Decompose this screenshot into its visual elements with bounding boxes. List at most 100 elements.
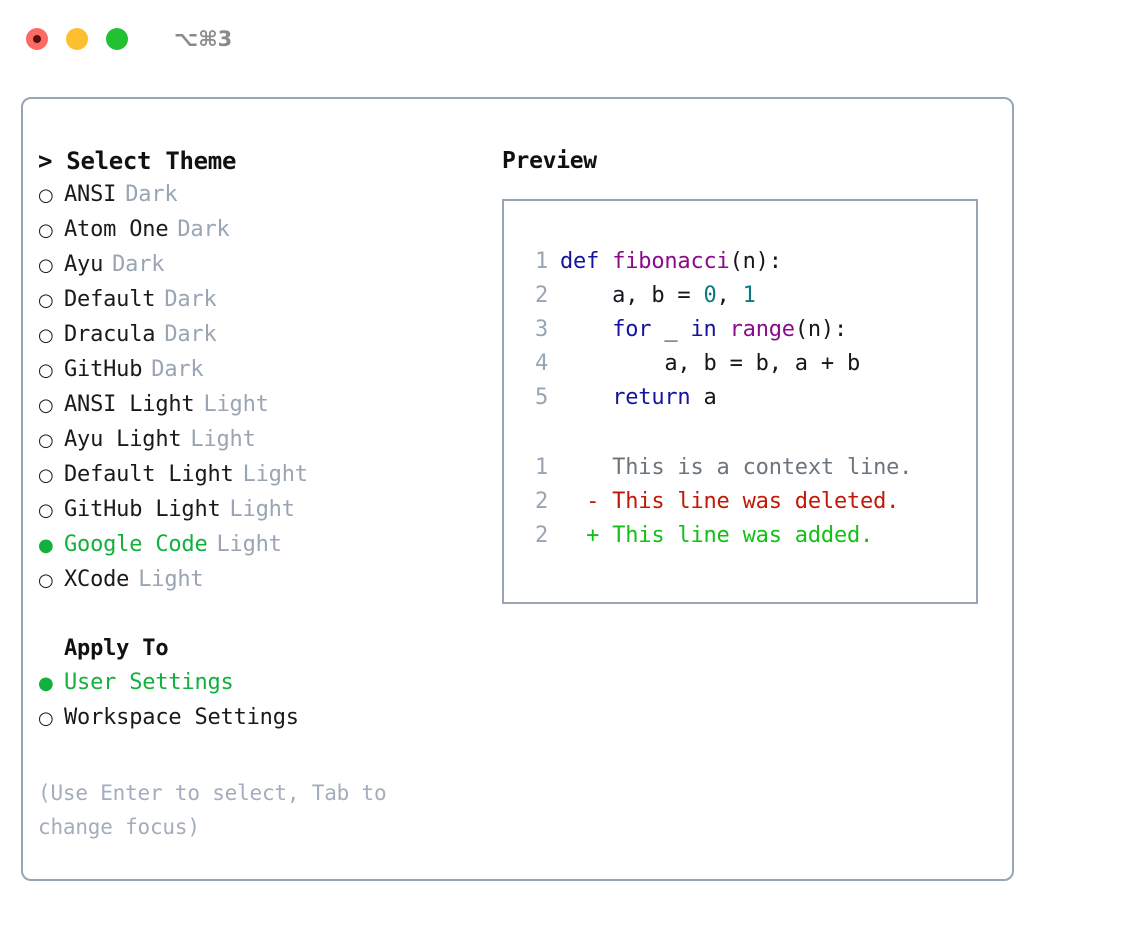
radio-unselected-icon[interactable]: ○ — [38, 500, 54, 521]
theme-option-kind-badge: Dark — [151, 357, 204, 382]
theme-option-4[interactable]: ○ Dracula Dark — [38, 318, 488, 353]
line-number: 3 — [534, 317, 548, 342]
maximize-button[interactable] — [106, 28, 128, 50]
theme-option-7[interactable]: ○ Ayu Light Light — [38, 423, 488, 458]
theme-option-kind-badge: Light — [203, 392, 269, 417]
token-plain — [599, 249, 612, 274]
apply-option-0[interactable]: ● User Settings — [38, 666, 488, 701]
window-controls — [26, 28, 128, 50]
line-number: 2 — [534, 283, 548, 308]
theme-option-label: ANSI — [64, 182, 117, 207]
spacer — [38, 598, 488, 632]
theme-option-label: Dracula — [64, 322, 156, 347]
theme-option-6[interactable]: ○ ANSI Light Light — [38, 388, 488, 423]
token-plain: a — [690, 385, 717, 410]
radio-unselected-icon[interactable]: ○ — [38, 220, 54, 241]
radio-unselected-icon[interactable]: ○ — [38, 430, 54, 451]
code-text: def fibonacci(n): — [560, 245, 782, 279]
theme-option-label: Google Code — [64, 532, 208, 557]
title-bar: ⌥⌘3 — [0, 0, 1140, 78]
theme-option-0[interactable]: ○ ANSI Dark — [38, 178, 488, 213]
theme-option-kind-badge: Light — [138, 567, 204, 592]
theme-option-label: Ayu — [64, 252, 104, 277]
token-plain: , — [716, 283, 743, 308]
radio-unselected-icon[interactable]: ○ — [38, 185, 54, 206]
token-plain — [560, 317, 612, 342]
code-line: 5 return a — [518, 381, 976, 415]
theme-option-kind-badge: Dark — [125, 182, 178, 207]
select-theme-header: > Select Theme — [38, 147, 237, 175]
theme-option-label: Ayu Light — [64, 427, 182, 452]
radio-unselected-icon[interactable]: ○ — [38, 465, 54, 486]
code-text: return a — [560, 381, 717, 415]
token-plain: a, b = b, a + b — [560, 351, 861, 376]
apply-option-label: User Settings — [64, 670, 234, 695]
theme-option-kind-badge: Light — [229, 497, 295, 522]
code-line: 2 a, b = 0, 1 — [518, 279, 976, 313]
radio-unselected-icon[interactable]: ○ — [38, 395, 54, 416]
code-text: a, b = b, a + b — [560, 347, 860, 381]
radio-unselected-icon[interactable]: ○ — [38, 290, 54, 311]
theme-option-kind-badge: Dark — [177, 217, 230, 242]
token-fn: fibonacci — [612, 249, 730, 274]
close-button[interactable] — [26, 28, 48, 50]
apply-option-1[interactable]: ○Workspace Settings — [38, 701, 488, 736]
diff-sample: 1 This is a context line. 2 - This line w… — [518, 451, 976, 553]
theme-option-label: Default Light — [64, 462, 234, 487]
theme-option-label: GitHub Light — [64, 497, 221, 522]
radio-unselected-icon[interactable]: ○ — [38, 708, 54, 729]
preview-header: Preview — [502, 148, 597, 174]
token-kw: in — [690, 317, 717, 342]
code-line: 1 def fibonacci(n): — [518, 245, 976, 279]
token-num: 1 — [742, 283, 756, 308]
token-plain — [717, 317, 730, 342]
radio-selected-icon[interactable]: ● — [38, 673, 54, 694]
token-num: 0 — [703, 283, 717, 308]
radio-unselected-icon[interactable]: ○ — [38, 570, 54, 591]
diff-text: This is a context line. — [560, 455, 913, 480]
diff-line-ctx: 1 This is a context line. — [518, 451, 976, 485]
radio-unselected-icon[interactable]: ○ — [38, 255, 54, 276]
theme-option-9[interactable]: ○ GitHub Light Light — [38, 493, 488, 528]
theme-option-kind-badge: Light — [190, 427, 256, 452]
token-plain: (n): — [794, 317, 848, 342]
line-number: 2 — [534, 523, 548, 548]
theme-option-label: Atom One — [64, 217, 169, 242]
radio-selected-icon[interactable]: ● — [38, 535, 54, 556]
line-number: 1 — [534, 249, 548, 274]
line-number: 5 — [534, 385, 548, 410]
code-text: for _ in range(n): — [560, 313, 847, 347]
theme-option-label: Default — [64, 287, 156, 312]
minimize-button[interactable] — [66, 28, 88, 50]
radio-unselected-icon[interactable]: ○ — [38, 360, 54, 381]
radio-unselected-icon[interactable]: ○ — [38, 325, 54, 346]
token-kw: def — [560, 249, 600, 274]
code-line: 3 for _ in range(n): — [518, 313, 976, 347]
token-plain: (n): — [729, 249, 782, 274]
token-kw: return — [612, 385, 691, 410]
token-kw: for — [612, 317, 652, 342]
keyboard-hint: (Use Enter to select, Tab to change focu… — [38, 781, 387, 839]
apply-to-list[interactable]: ● User Settings ○Workspace Settings — [38, 666, 488, 736]
keyboard-shortcut-label: ⌥⌘3 — [174, 27, 233, 51]
diff-text: - This line was deleted. — [560, 489, 900, 514]
token-plain: a, b = — [560, 283, 704, 308]
theme-option-1[interactable]: ○ Atom One Dark — [38, 213, 488, 248]
diff-text: + This line was added. — [560, 523, 874, 548]
theme-option-label: ANSI Light — [64, 392, 195, 417]
apply-to-header: Apply To — [64, 636, 169, 661]
code-text: a, b = 0, 1 — [560, 279, 756, 313]
theme-option-kind-badge: Dark — [164, 322, 217, 347]
